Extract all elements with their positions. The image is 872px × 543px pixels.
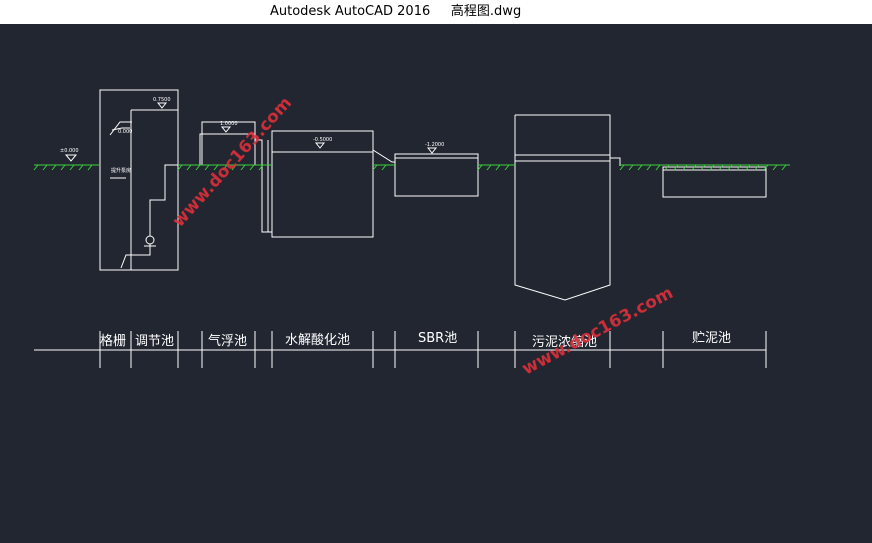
window-title: Autodesk AutoCAD 2016 高程图.dwg [270,0,521,24]
ground-level-label: ±0.000 [60,148,79,154]
hatch-mark [691,164,697,171]
tank-d-level-marker [426,147,438,154]
unit-label-storage: 贮泥池 [692,331,731,346]
level-markers [64,102,438,162]
hatch-mark [195,164,201,171]
hatch-mark [186,164,192,171]
hatch-mark [249,164,255,171]
thickener-tank [514,114,611,301]
hatch-mark [477,164,483,171]
tank-c-level-label: -0.5000 [313,137,332,143]
tank-c-level-marker [314,142,326,149]
unit-label-flotation: 气浮池 [208,333,247,349]
tank-a-level-marker [156,102,168,109]
watermark-1: www.doc163.com [169,93,296,231]
grid-elevation-label: 0.000 [118,129,132,135]
hatch-mark [381,164,387,171]
hatch-mark [51,164,57,171]
unit-label-grille: 格栅 [100,333,126,349]
drawing-canvas[interactable]: ±0.000 0.000 提升泵房 0.7500 1.0000 -0.5000 … [0,24,872,543]
hatch-mark [78,164,84,171]
hatch-mark [763,164,769,171]
axis-ticks [99,331,767,368]
file-name: 高程图.dwg [450,4,522,19]
unit-labels: 格栅 调节池 气浮池 水解酸化池 SBR池 污泥浓缩池 贮泥池 [100,331,731,350]
hatch-mark [781,164,787,171]
pipe-to-flotation [149,133,255,236]
hatch-mark [700,164,706,171]
process-structures [99,89,767,301]
hatch-mark [213,164,219,171]
unit-label-hydrolysis: 水解酸化池 [285,333,350,348]
hatch-mark [718,164,724,171]
hatch-mark [673,164,679,171]
hatch-mark [646,164,652,171]
hatch-mark [42,164,48,171]
hatch-mark [682,164,688,171]
pump-icon [145,235,155,245]
sludge-storage-tank [662,166,767,198]
ground-hatch [33,164,787,171]
hatch-mark [736,164,742,171]
tank-a-level-label: 0.7500 [153,97,171,103]
hatch-mark [33,164,39,171]
tank-b-level-label: 1.0000 [220,121,238,127]
hatch-mark [486,164,492,171]
pump-suction-pipe [120,244,151,269]
elevation-drawing: ±0.000 0.000 提升泵房 0.7500 1.0000 -0.5000 … [33,89,790,379]
process-axis [34,331,767,368]
hatch-mark [177,164,183,171]
hatch-mark [727,164,733,171]
hatch-mark [87,164,93,171]
hatch-mark [240,164,246,171]
hatch-mark [619,164,625,171]
hatch-mark [709,164,715,171]
hatch-mark [504,164,510,171]
hatch-mark [231,164,237,171]
pipe-to-sbr [372,149,395,163]
hatch-mark [69,164,75,171]
hatch-mark [637,164,643,171]
screen-bar [109,121,132,136]
hatch-mark [655,164,661,171]
hatch-mark [222,164,228,171]
unit-label-regulating: 调节池 [135,334,174,349]
hatch-mark [772,164,778,171]
hatch-mark [495,164,501,171]
hatch-mark [372,164,378,171]
ground-level-marker [64,154,78,162]
hatch-mark [204,164,210,171]
tank-b-level-marker [220,126,232,133]
hatch-mark [628,164,634,171]
hatch-mark [60,164,66,171]
pipe-to-hydrolysis [255,139,272,233]
thickener-outlet [610,157,621,166]
hydrolysis-tank [271,130,374,238]
sbr-tank [394,153,479,197]
grille-tank [99,89,179,271]
hatch-mark [258,164,264,171]
unit-label-thickener: 污泥浓缩池 [532,334,597,350]
tank-d-level-label: -1.2000 [425,142,444,148]
unit-label-sbr: SBR池 [418,331,457,346]
watermark-2: www.doc163.com [519,283,677,379]
grid-note-label: 提升泵房 [111,167,131,174]
hatch-mark [664,164,670,171]
screen-bar-2 [111,127,130,131]
level-labels: ±0.000 0.000 提升泵房 0.7500 1.0000 -0.5000 … [60,97,444,174]
title-bar: Autodesk AutoCAD 2016 高程图.dwg [0,0,872,24]
hatch-mark [745,164,751,171]
app-title: Autodesk AutoCAD 2016 [270,4,431,19]
hatch-mark [754,164,760,171]
